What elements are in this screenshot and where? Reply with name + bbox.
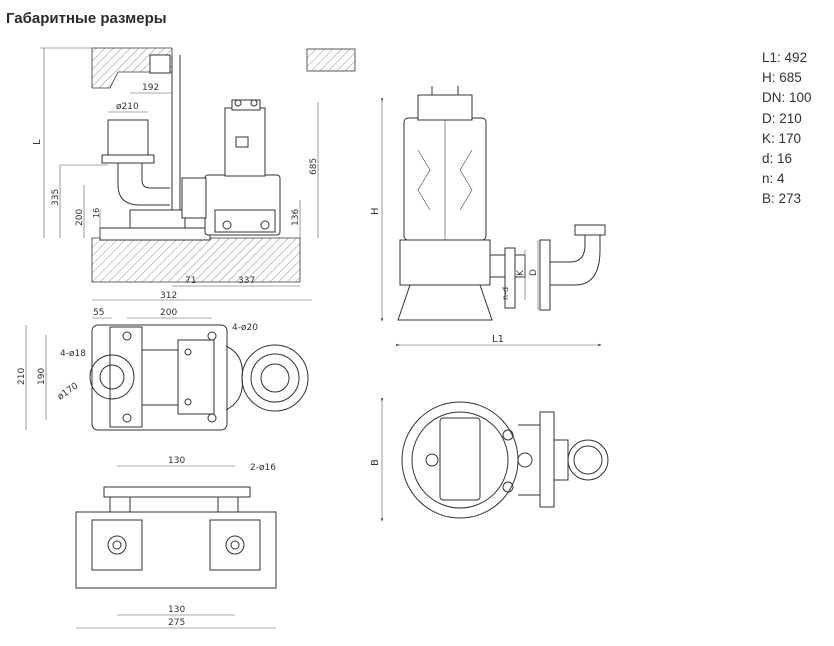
dim-337: 337: [238, 276, 255, 286]
pump-outline-circle: [241, 344, 309, 412]
dim-335: 335: [51, 189, 61, 206]
spec-k: K: 170: [762, 130, 802, 146]
dim-130-bottom: 130: [168, 605, 185, 615]
ground-slab: [91, 237, 301, 283]
discharge-elbow: [550, 230, 586, 263]
dim-16: 16: [92, 208, 101, 218]
bracket-view: 130 2-ø16 130 275: [75, 456, 277, 629]
dim-71: 71: [185, 276, 196, 286]
rail-bracket: [149, 54, 171, 74]
discharge-pipe: [107, 119, 149, 161]
dim-192: 192: [142, 83, 159, 93]
dim-b: B: [370, 459, 381, 466]
dim-312: 312: [160, 291, 177, 301]
spec-list: L1: 492 H: 685 DN: 100 D: 210 K: 170 d: …: [762, 48, 812, 210]
discharge-flange: [539, 239, 551, 311]
spec-l1: L1: 492: [762, 50, 808, 65]
page-title: Габаритные размеры: [6, 10, 167, 27]
dim-130-top: 130: [168, 456, 185, 466]
spec-b: B: 273: [762, 191, 802, 207]
dim-k: K: [516, 269, 526, 276]
spec-dn: DN: 100: [762, 90, 812, 106]
dim-210-plan: 210: [17, 368, 27, 385]
pedestal: [129, 209, 186, 229]
dim-2-phi16: 2-ø16: [250, 463, 276, 473]
motor-housing: [224, 107, 266, 177]
dim-136: 136: [291, 209, 301, 226]
spec-h: H: 685: [762, 70, 802, 86]
dim-4-phi18: 4-ø18: [60, 349, 86, 359]
dim-h: H: [370, 207, 381, 215]
dim-55: 55: [93, 308, 104, 318]
dim-200-plan: 200: [160, 308, 177, 318]
installation-view: L 335 200 16 192 ø210 685 136 71 337: [32, 47, 356, 287]
flange-circle: [89, 354, 135, 400]
dim-685: 685: [309, 158, 319, 175]
pump-top-view: B: [370, 398, 609, 522]
dim-phi170: ø170: [56, 381, 81, 402]
top-slab-right: [306, 48, 356, 72]
dim-4-phi20: 4-ø20: [232, 323, 258, 333]
base-plate: [99, 227, 211, 241]
dim-275: 275: [168, 618, 185, 628]
pipe-elbow: [117, 163, 170, 206]
pump-stand: [397, 284, 493, 321]
spec-n: n: 4: [762, 171, 785, 187]
dim-n-d: n-d: [501, 287, 510, 300]
spec-d-small: d: 16: [762, 151, 793, 167]
top-flange: [539, 411, 555, 508]
bracket-top-bar: [103, 486, 251, 498]
bolt-hole-left: [107, 535, 127, 555]
bolt-hole-right: [225, 535, 245, 555]
motor-top-block: [439, 417, 481, 501]
dim-190: 190: [37, 368, 47, 385]
spec-d: D: 210: [762, 110, 802, 126]
dim-200: 200: [75, 209, 85, 226]
bracket-base: [75, 511, 277, 589]
pump-volute: [399, 239, 491, 286]
plan-view: 312 55 200 4-ø20 4-ø18 210 190 ø170: [17, 291, 312, 431]
dim-d: D: [529, 269, 539, 276]
dim-l1: L1: [492, 334, 504, 345]
top-pipe-outlet: [567, 439, 609, 481]
dim-phi210: ø210: [116, 102, 139, 112]
dim-l: L: [32, 139, 43, 145]
pump-side-view: H K D n-d L1: [370, 86, 606, 347]
